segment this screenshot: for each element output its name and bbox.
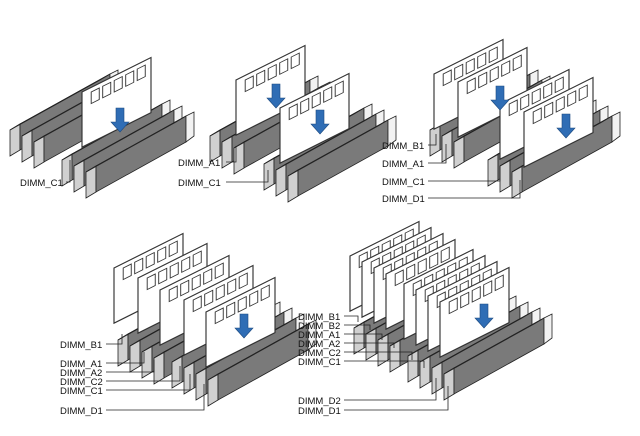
leader-line [106, 334, 123, 345]
panel-4: DIMM_B1 DIMM_A1 DIMM_A2 DIMM_C2 DIMM_C1 … [60, 232, 317, 417]
leader-line [106, 352, 145, 364]
slot-label: DIMM_B1 [60, 340, 102, 351]
slot-label: DIMM_B2 [298, 321, 340, 332]
leader-line [106, 360, 155, 373]
slot-label: DIMM_D1 [60, 406, 103, 417]
leader-line [344, 386, 449, 411]
leader-line [66, 160, 71, 183]
leader-line [344, 351, 413, 360]
leader-line [106, 374, 191, 391]
slot-label: DIMM_D1 [382, 194, 425, 205]
leader-line [344, 324, 371, 330]
slot-label: DIMM_B1 [298, 312, 340, 323]
slot-label: DIMM_D1 [298, 406, 341, 417]
slot-label: DIMM_C1 [60, 386, 103, 397]
leader-line [226, 146, 237, 163]
leader-line [226, 170, 269, 183]
leader-line [428, 144, 447, 164]
slot-label: DIMM_C1 [178, 178, 221, 189]
leader-line [344, 333, 383, 340]
leader-line [428, 166, 501, 182]
slot-label: DIMM_A1 [382, 159, 424, 170]
slot-label: DIMM_C1 [298, 357, 341, 368]
panel-2: DIMM_A1 DIMM_C1 [178, 44, 397, 203]
slot-label: DIMM_C2 [298, 348, 341, 359]
slot-label: DIMM_B1 [382, 141, 424, 152]
leader-line [344, 360, 425, 368]
slot-label: DIMM_A2 [60, 368, 102, 379]
slot-label: DIMM_C1 [20, 178, 63, 189]
slot-label: DIMM_A2 [298, 339, 340, 350]
panel-3: DIMM_B1 DIMM_A1 DIMM_C1 DIMM_D1 [382, 38, 621, 205]
leader-line [344, 378, 437, 401]
leader-line [344, 342, 395, 348]
panel-1: DIMM_C1 [9, 56, 195, 199]
leader-line [106, 366, 181, 382]
leader-line [106, 384, 205, 411]
slot-label: DIMM_D2 [298, 396, 341, 407]
slot-label: DIMM_A1 [298, 330, 340, 341]
leader-line [344, 315, 359, 322]
leader-line [428, 180, 521, 199]
slot-label: DIMM_A1 [178, 158, 220, 169]
panel-5: DIMM_B1 DIMM_B2 DIMM_A1 DIMM_A2 DIMM_C2 … [298, 220, 553, 417]
slot-label: DIMM_A1 [60, 359, 102, 370]
leader-line [428, 134, 437, 146]
slot-label: DIMM_C2 [60, 377, 103, 388]
slot-label: DIMM_C1 [382, 177, 425, 188]
